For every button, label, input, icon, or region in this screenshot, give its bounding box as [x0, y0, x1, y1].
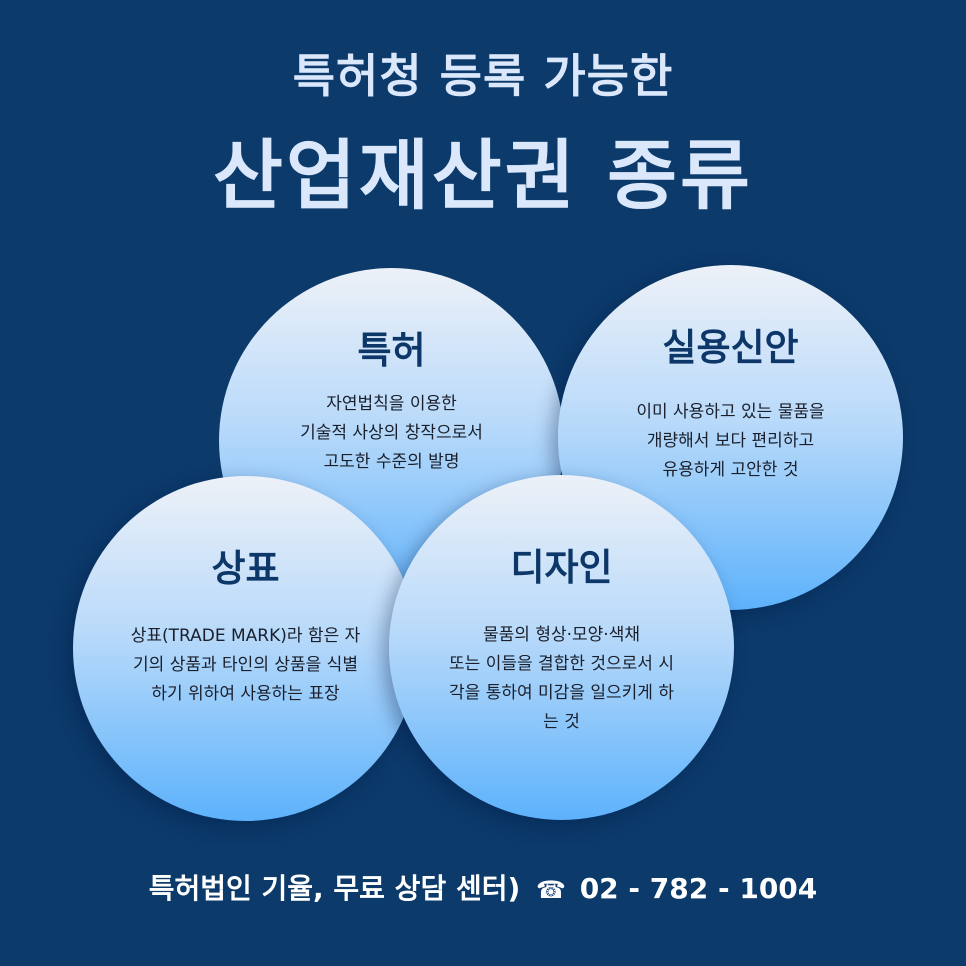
- trademark-title: 상표: [211, 547, 280, 590]
- page-title-line2: 산업재산권 종류: [213, 131, 753, 220]
- trademark-description: 상표(TRADE MARK)라 함은 자 기의 상품과 타인의 상품을 식별 하…: [130, 626, 361, 704]
- footer-phone-number[interactable]: 02 - 782 - 1004: [579, 872, 818, 905]
- footer-contact: 특허법인 기율, 무료 상담 센터) ☎ 02 - 782 - 1004: [0, 867, 966, 907]
- patent-title: 특허: [357, 329, 426, 372]
- utility-model-description: 이미 사용하고 있는 물품을 개량해서 보다 편리하고 유용하게 고안한 것: [636, 402, 825, 480]
- trademark-circle: 상표 상표(TRADE MARK)라 함은 자 기의 상품과 타인의 상품을 식…: [73, 476, 418, 821]
- page-title-line1: 특허청 등록 가능한: [292, 49, 674, 103]
- design-description: 물품의 형상·모양·색채 또는 이들을 결합한 것으로서 시 각을 통하여 미감…: [449, 625, 674, 732]
- design-circle: 디자인 물품의 형상·모양·색채 또는 이들을 결합한 것으로서 시 각을 통하…: [389, 475, 734, 820]
- design-title: 디자인: [510, 546, 613, 589]
- patent-description: 자연법칙을 이용한 기술적 사상의 창작으로서 고도한 수준의 발명: [300, 394, 483, 472]
- utility-model-title: 실용신안: [662, 326, 799, 369]
- footer-label: 특허법인 기율, 무료 상담 센터): [148, 872, 521, 905]
- phone-icon: ☎: [536, 876, 566, 904]
